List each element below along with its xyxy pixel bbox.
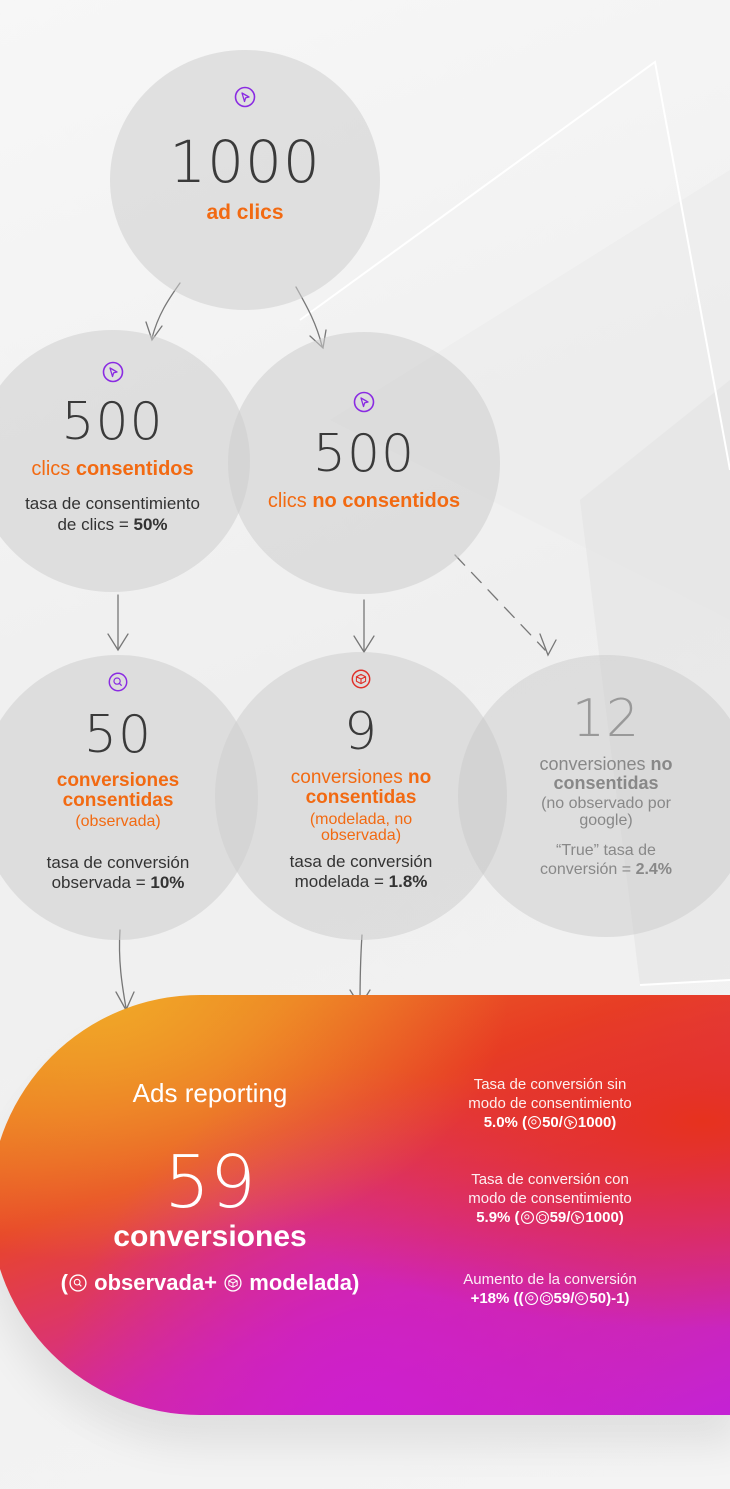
magnifier-icon	[520, 1211, 534, 1224]
report-title: Ads reporting	[132, 1078, 288, 1108]
modeled-tag: (modelada, no observada)	[309, 811, 413, 844]
modeled-rate-note: tasa de conversión modelada = 1.8%	[289, 852, 433, 891]
ads-reporting-card: Ads reporting 59 conversiones ( observad…	[0, 995, 730, 1415]
cube-icon	[351, 669, 371, 689]
modeled-conversions-node: 9 conversiones no consentidas (modelada,…	[215, 652, 507, 940]
true-rate-note: “True” tasa de conversión = 2.4%	[539, 842, 673, 878]
arrow-bottom-left	[118, 929, 127, 1009]
stat-conversion-lift: Aumento de la conversión +18% ((59/50)-1…	[463, 1271, 637, 1307]
report-label: conversiones	[113, 1220, 307, 1253]
ad-clicks-node: 1000 ad clics	[110, 50, 380, 310]
non-consented-clicks-node: 500 clics no consentidos	[228, 332, 500, 594]
modeled-conversions-value: 9	[343, 702, 379, 762]
ad-clicks-value: 1000	[169, 128, 321, 196]
not-observed-tag: (no observado por google)	[541, 795, 671, 829]
cube-icon	[539, 1292, 553, 1305]
non-consented-clicks-label: clics no consentidos	[267, 490, 461, 512]
magnifier-icon	[524, 1292, 538, 1305]
stat-with-consent: Tasa de conversión con modo de consentim…	[468, 1171, 632, 1226]
consented-clicks-label: clics consentidos	[31, 458, 194, 480]
non-consented-clicks-value: 500	[312, 424, 416, 484]
magnifier-icon	[575, 1292, 589, 1305]
report-formula: ( observada+ modelada)	[60, 1270, 360, 1295]
stat-without-consent: Tasa de conversión sin modo de consentim…	[468, 1076, 632, 1131]
ad-clicks-label: ad clics	[206, 201, 284, 224]
arrow-mid-right	[454, 554, 546, 651]
magnifier-icon	[528, 1116, 542, 1129]
cursor-click-icon	[563, 1116, 577, 1129]
consented-clicks-node: 500 clics consentidos tasa de consentimi…	[0, 330, 250, 592]
consented-clicks-value: 500	[61, 392, 164, 452]
cursor-click-icon	[571, 1211, 585, 1224]
true-conversions-node: 12 conversiones no consentidas (no obser…	[458, 655, 730, 937]
cursor-click-icon	[234, 86, 256, 108]
cursor-click-icon	[353, 391, 375, 413]
observed-rate-note: tasa de conversión observada = 10%	[46, 853, 190, 892]
true-conversions-value: 12	[571, 689, 641, 749]
cube-icon	[224, 1274, 242, 1292]
cube-icon	[535, 1211, 549, 1224]
consent-rate-note: tasa de consentimiento de clics = 50%	[25, 494, 200, 534]
cursor-click-icon	[102, 361, 123, 383]
magnifier-icon	[108, 672, 128, 692]
true-conversions-label: conversiones no consentidas	[539, 754, 673, 793]
observed-tag: (observada)	[75, 813, 161, 830]
consented-conversions-label: conversiones consentidas	[56, 770, 180, 811]
report-value: 59	[164, 1140, 256, 1224]
magnifier-icon	[69, 1274, 87, 1292]
consented-conversions-value: 50	[83, 705, 153, 765]
modeled-conversions-label: conversiones no consentidas	[290, 767, 432, 808]
